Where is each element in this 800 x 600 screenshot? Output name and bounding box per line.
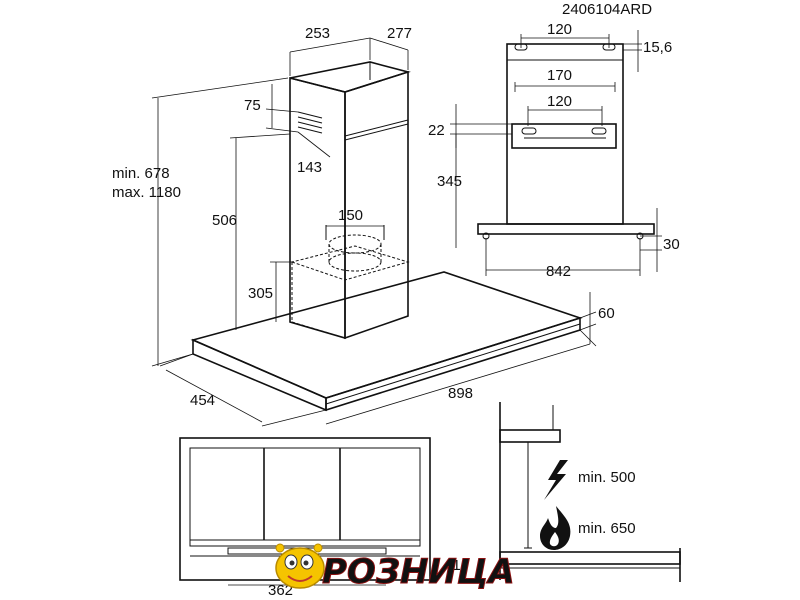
height-max-label: max. 1180 — [112, 184, 181, 201]
filter-frame — [189, 447, 421, 541]
flame-icon — [540, 506, 571, 550]
mounting-plate — [511, 123, 617, 149]
plate-top-label: 22 — [428, 122, 445, 139]
duct-width-line — [289, 37, 371, 53]
vent-height-label: 75 — [244, 97, 261, 114]
vent-slots — [297, 111, 323, 134]
clearance-electric-label: min. 500 — [578, 469, 636, 486]
plate-inner-label: 120 — [547, 93, 572, 110]
plate-height-label: 345 — [437, 173, 462, 190]
drawing-code: 2406104ARD — [562, 1, 652, 18]
plate-width-label: 170 — [547, 67, 572, 84]
front-small-label: 41 — [444, 557, 461, 574]
bracket-spacing-label: 120 — [547, 21, 572, 38]
duct-depth-line — [369, 37, 409, 51]
base-thickness-label: 30 — [663, 236, 680, 253]
canopy-width-line — [325, 343, 591, 425]
clearance-gas-label: min. 650 — [578, 520, 636, 537]
cooktop — [499, 551, 681, 565]
motor-height-label: 305 — [248, 285, 273, 302]
base-plate — [477, 223, 655, 235]
duct-depth-label: 277 — [387, 25, 412, 42]
height-506-label: 506 — [212, 212, 237, 229]
chimney-joint — [344, 123, 409, 141]
duct-width-label: 253 — [305, 25, 330, 42]
rozniza-logo: РОЗНИЦА — [275, 543, 515, 593]
bracket-view: 120 15,6 170 120 22 345 — [428, 21, 680, 280]
bracket-offset-label: 15,6 — [643, 39, 672, 56]
motor-housing — [290, 245, 410, 339]
base-hole-spacing-label: 842 — [546, 263, 571, 280]
chimney-joint-2 — [344, 119, 409, 137]
canopy-width-label: 898 — [448, 385, 473, 402]
canopy-thickness-label: 60 — [598, 305, 615, 322]
clearance-view: min. 500 min. 650 — [499, 402, 681, 582]
lightning-icon — [544, 460, 568, 500]
vent-offset-label: 143 — [297, 159, 322, 176]
chimney-top-face — [289, 61, 411, 93]
canopy-depth-line — [165, 369, 263, 423]
hood-isometric-view: 150 253 277 min. 678 max. 1180 75 143 50… — [112, 25, 615, 427]
svg-text:РОЗНИЦА: РОЗНИЦА — [322, 552, 515, 592]
vent-offset-line — [297, 131, 331, 158]
outlet-diameter-label: 150 — [338, 207, 363, 224]
canopy-edge-line — [325, 323, 581, 405]
outlet-cylinder — [328, 234, 382, 272]
canopy-depth-label: 454 — [190, 392, 215, 409]
front-bottom-width-label: 362 — [268, 582, 293, 599]
chimney-side-face — [344, 70, 409, 340]
clearance-hood — [499, 429, 561, 443]
height-min-label: min. 678 — [112, 165, 170, 182]
